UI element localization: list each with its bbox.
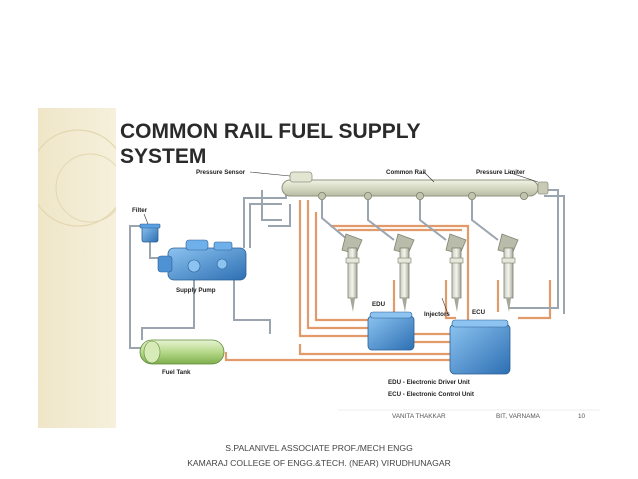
legend-ecu: ECU - Electronic Control Unit xyxy=(388,391,474,398)
label-common-rail: Common Rail xyxy=(386,169,426,176)
ecu-unit xyxy=(449,319,511,375)
common-rail xyxy=(281,171,549,201)
label-ecu: ECU xyxy=(472,309,486,316)
injector-pipes xyxy=(321,200,499,241)
label-supply-pump: Supply Pump xyxy=(176,287,216,294)
injector-4 xyxy=(497,233,519,312)
credit-author: VANITA THAKKAR xyxy=(392,413,446,420)
diagram-title-line1: COMMON RAIL FUEL SUPPLY xyxy=(120,120,421,143)
edu-unit xyxy=(367,311,415,351)
fuel-tank xyxy=(139,339,225,365)
label-pressure-sensor: Pressure Sensor xyxy=(196,169,246,176)
caption-line-2: KAMARAJ COLLEGE OF ENGG.&TECH. (NEAR) VI… xyxy=(187,458,451,468)
injector-3 xyxy=(445,233,467,312)
slide-caption: S.PALANIVEL ASSOCIATE PROF./MECH ENGG KA… xyxy=(0,441,638,471)
common-rail-diagram: COMMON RAIL FUEL SUPPLY SYSTEM xyxy=(38,108,600,428)
page-number: 10 xyxy=(578,413,586,420)
legend-edu: EDU - Electronic Driver Unit xyxy=(388,379,470,386)
caption-line-1: S.PALANIVEL ASSOCIATE PROF./MECH ENGG xyxy=(225,443,413,453)
label-fuel-tank: Fuel Tank xyxy=(162,369,191,376)
label-leaders xyxy=(143,171,539,315)
injector-1 xyxy=(341,233,363,312)
credit-org: BIT, VARNAMA xyxy=(496,413,541,420)
supply-pump xyxy=(157,239,247,281)
filter xyxy=(139,223,161,243)
diagram-title-line2: SYSTEM xyxy=(120,145,206,168)
injector-2 xyxy=(393,233,415,312)
label-injectors: Injectors xyxy=(424,311,450,318)
label-edu: EDU xyxy=(372,301,386,308)
label-filter: Filter xyxy=(132,207,148,214)
label-pressure-limiter: Pressure Limiter xyxy=(476,169,525,176)
